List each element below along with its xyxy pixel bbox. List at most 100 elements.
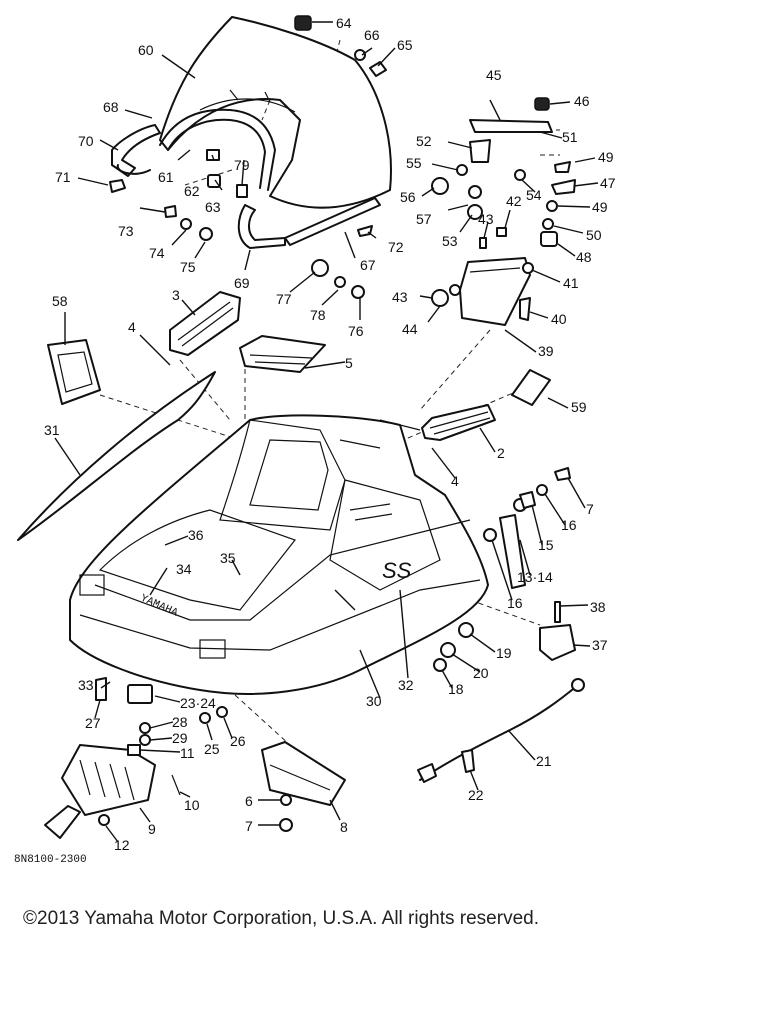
diagram-reference-code: 8N8100-2300 (14, 854, 87, 866)
callout-43b: 43 (392, 289, 408, 305)
callout-42: 42 (506, 193, 522, 209)
callout-74: 74 (149, 245, 165, 261)
callout-50: 50 (586, 227, 602, 243)
callout-44: 44 (402, 321, 418, 337)
callout-29: 29 (172, 730, 188, 746)
callout-40: 40 (551, 311, 567, 327)
callout-39: 39 (538, 343, 554, 359)
callout-16b: 16 (507, 595, 523, 611)
callout-65: 65 (397, 37, 413, 53)
callout-13-14: 13·14 (517, 569, 553, 585)
callout-3: 3 (172, 287, 180, 303)
callout-26: 26 (230, 733, 246, 749)
callout-25: 25 (204, 741, 220, 757)
footrest-part-3 (169, 291, 241, 356)
parts-exploded-diagram: YAMAHA SS (14, 15, 616, 866)
footrest-part-5 (239, 335, 326, 373)
callout-18: 18 (448, 681, 464, 697)
callout-67: 67 (360, 257, 376, 273)
windshield-frame-part-61 (159, 108, 276, 191)
panel-part-58 (47, 339, 101, 405)
callout-36: 36 (188, 527, 204, 543)
callout-49b: 49 (592, 199, 608, 215)
callout-47: 47 (600, 175, 616, 191)
callout-9: 9 (148, 821, 156, 837)
callout-37: 37 (592, 637, 608, 653)
callout-32: 32 (398, 677, 414, 693)
callout-77: 77 (276, 291, 292, 307)
callout-71: 71 (55, 169, 71, 185)
callout-7a: 7 (586, 501, 594, 517)
callout-62: 62 (184, 183, 200, 199)
callout-34: 34 (176, 561, 192, 577)
callout-46: 46 (574, 93, 590, 109)
footrest-part-2 (421, 404, 496, 441)
callout-73: 73 (118, 223, 134, 239)
grab-handle-part-69 (237, 204, 286, 249)
callout-43a: 43 (478, 211, 494, 227)
windshield-part-60 (159, 16, 392, 209)
callout-4a: 4 (128, 319, 136, 335)
diagram-canvas: YAMAHA SS (14, 15, 616, 866)
panel-part-59 (511, 369, 551, 406)
callout-6: 6 (245, 793, 253, 809)
callout-57: 57 (416, 211, 432, 227)
callout-66: 66 (364, 27, 380, 43)
callout-28: 28 (172, 714, 188, 730)
callout-4b: 4 (451, 473, 459, 489)
callout-61: 61 (158, 169, 174, 185)
callout-76: 76 (348, 323, 364, 339)
callout-35: 35 (220, 550, 236, 566)
callout-33: 33 (78, 677, 94, 693)
callout-79: 79 (234, 157, 250, 173)
callout-49a: 49 (598, 149, 614, 165)
callout-59: 59 (571, 399, 587, 415)
callout-15: 15 (538, 537, 554, 553)
callout-21: 21 (536, 753, 552, 769)
callout-60: 60 (138, 42, 154, 58)
callout-7b: 7 (245, 818, 253, 834)
callout-38: 38 (590, 599, 606, 615)
hood-body: YAMAHA SS (69, 414, 489, 695)
callout-19: 19 (496, 645, 512, 661)
callout-72: 72 (388, 239, 404, 255)
callout-78: 78 (310, 307, 326, 323)
callout-53: 53 (442, 233, 458, 249)
stripe-part-31 (17, 371, 216, 541)
callout-11: 11 (180, 745, 195, 761)
callout-68: 68 (103, 99, 119, 115)
callout-22: 22 (468, 787, 484, 803)
cable-part-21 (417, 678, 585, 783)
callout-30: 30 (366, 693, 382, 709)
callout-64: 64 (336, 15, 352, 31)
callout-56: 56 (400, 189, 416, 205)
callout-51: 51 (562, 129, 578, 145)
callout-54: 54 (526, 187, 542, 203)
callout-75: 75 (180, 259, 196, 275)
callout-58: 58 (52, 293, 68, 309)
callout-48: 48 (576, 249, 592, 265)
callout-12: 12 (114, 837, 130, 853)
callout-69: 69 (234, 275, 250, 291)
callout-41: 41 (563, 275, 579, 291)
callout-23-24: 23·24 (180, 695, 216, 711)
guard-part-9 (44, 744, 181, 839)
callout-45: 45 (486, 67, 502, 83)
callout-55: 55 (406, 155, 422, 171)
callout-27: 27 (85, 715, 101, 731)
callout-10: 10 (184, 797, 200, 813)
callout-20: 20 (473, 665, 489, 681)
hinge-plate-part-45 (431, 97, 576, 321)
callout-5: 5 (345, 355, 353, 371)
callout-52: 52 (416, 133, 432, 149)
handle-part-68-70 (111, 124, 161, 177)
callout-labels: 64 66 65 60 68 70 71 61 62 63 79 73 74 7… (14, 15, 616, 866)
moulding-strip-part-67 (284, 197, 381, 246)
tray-part-8 (261, 741, 346, 832)
callout-2: 2 (497, 445, 505, 461)
callout-31: 31 (44, 422, 60, 438)
copyright-notice: ©2013 Yamaha Motor Corporation, U.S.A. A… (23, 908, 539, 929)
callout-63: 63 (205, 199, 221, 215)
callout-70: 70 (78, 133, 94, 149)
leader-lines (54, 21, 599, 843)
